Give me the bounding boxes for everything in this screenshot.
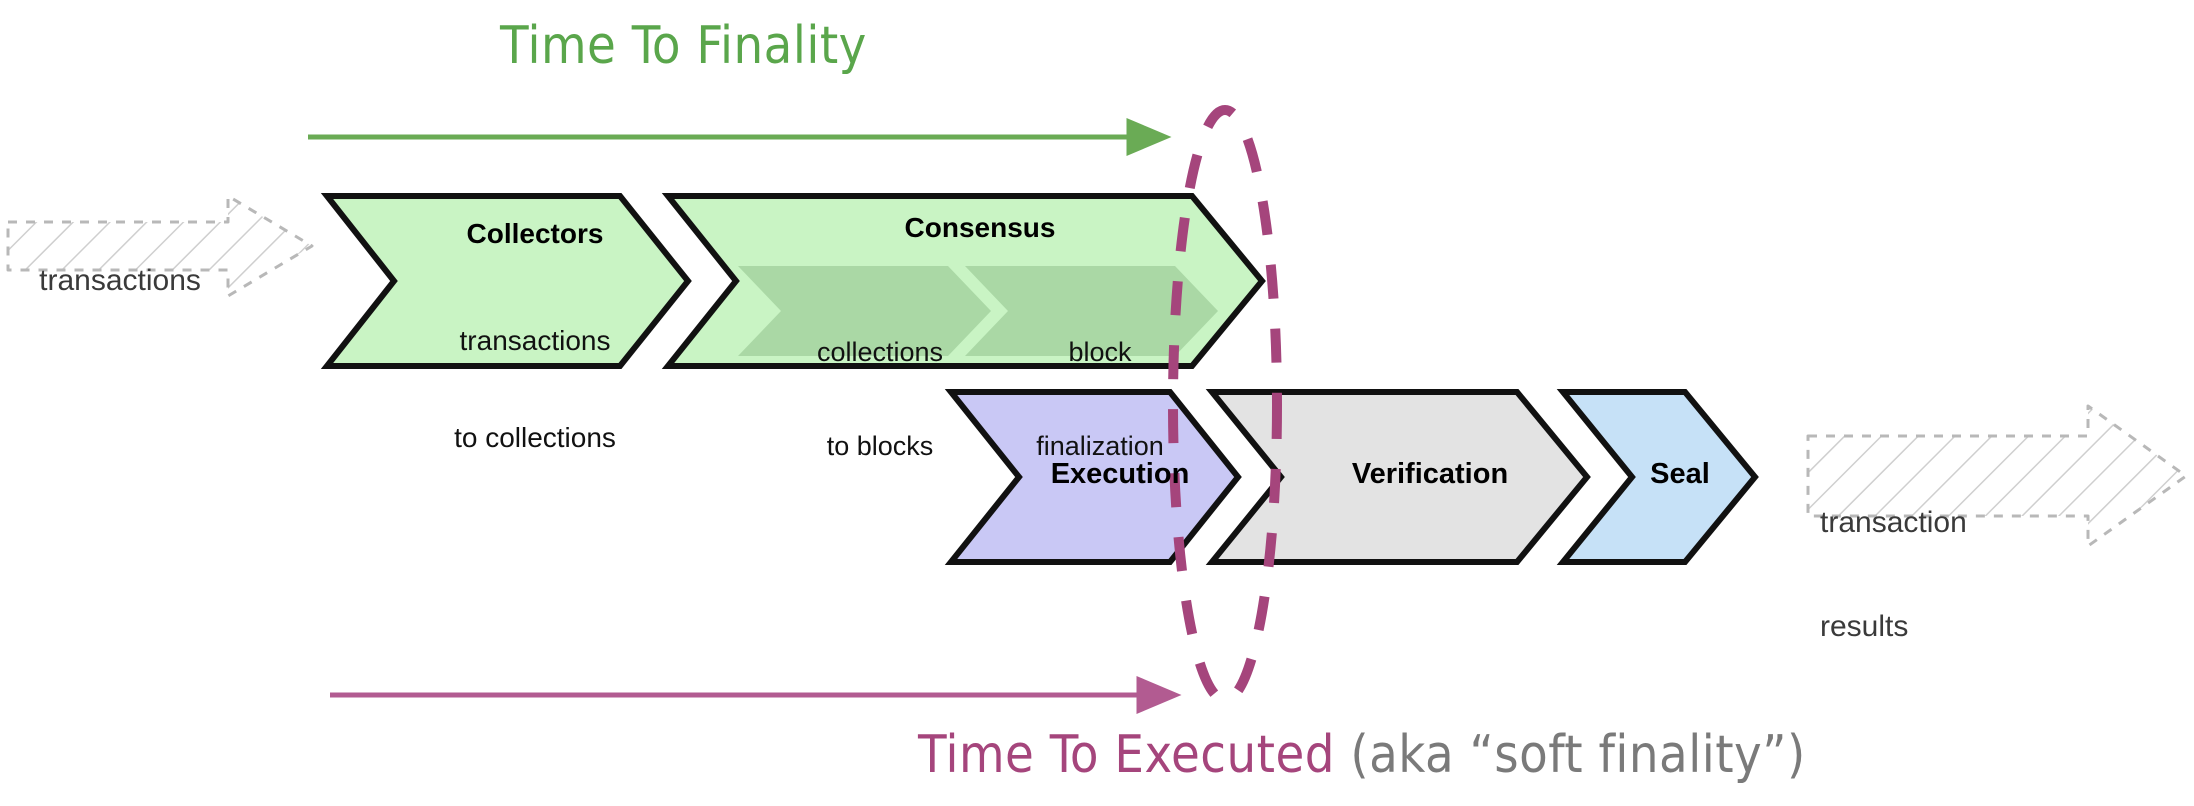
verification-label: Verification bbox=[1351, 458, 1509, 490]
finality-boundary-ellipse bbox=[1168, 105, 1282, 705]
collections-to-blocks-line2: to blocks bbox=[826, 430, 934, 461]
seal-label: Seal bbox=[1650, 458, 1710, 490]
collections-to-blocks-label: collections to blocks bbox=[760, 274, 1000, 525]
verification-chevron[interactable] bbox=[1205, 389, 1591, 565]
transactions-input-label: transactions bbox=[39, 264, 201, 297]
transaction-results-line1: transaction bbox=[1820, 505, 1967, 539]
block-finalization-line2: finalization bbox=[1036, 430, 1164, 461]
transaction-results-line2: results bbox=[1820, 609, 1909, 643]
consensus-inner-chevrons bbox=[738, 266, 1218, 356]
collectors-sub-line1: transactions bbox=[459, 324, 611, 356]
transaction-results-output-arrow bbox=[1806, 404, 2188, 548]
time-to-finality-title: Time To Finality bbox=[500, 16, 867, 76]
seal-chevron[interactable] bbox=[1556, 389, 1759, 565]
time-to-executed-label: Time To Executed bbox=[918, 725, 1336, 785]
collectors-title: Collectors bbox=[466, 218, 604, 249]
soft-finality-note: (aka “soft finality”) bbox=[1335, 725, 1806, 785]
collectors-sub-line2: to collections bbox=[454, 422, 616, 454]
collections-to-blocks-line1: collections bbox=[816, 336, 944, 367]
execution-chevron[interactable] bbox=[944, 389, 1242, 565]
transaction-results-label: transaction results bbox=[1820, 436, 2080, 714]
collectors-subtitle: transactions to collections bbox=[390, 260, 680, 520]
block-finalization-line1: block bbox=[1068, 336, 1132, 367]
block-finalization-label: block finalization bbox=[980, 274, 1220, 525]
time-to-executed-title: Time To Executed (aka “soft finality”) bbox=[918, 725, 1806, 785]
consensus-title: Consensus bbox=[904, 212, 1056, 243]
transactions-input-arrow bbox=[6, 194, 314, 298]
execution-label: Execution bbox=[1050, 458, 1190, 490]
collectors-chevron[interactable] bbox=[320, 193, 692, 369]
